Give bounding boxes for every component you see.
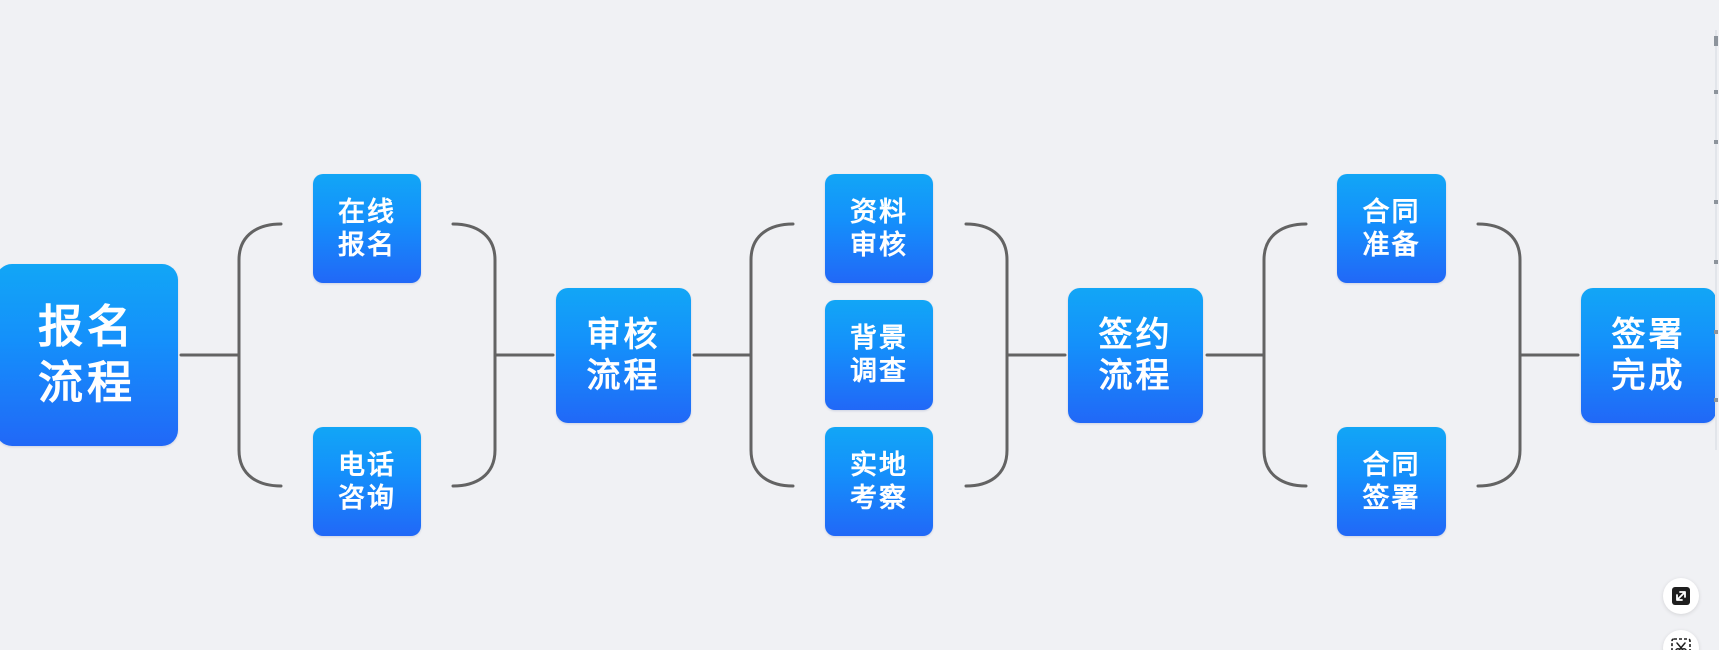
expand-arrows-icon xyxy=(1672,587,1690,605)
scroll-tick xyxy=(1714,200,1718,204)
scissors-screenshot-icon xyxy=(1671,638,1691,650)
scroll-tick xyxy=(1714,140,1718,144)
node-label-line2: 签署 xyxy=(1362,482,1421,514)
node-root-line2: 流程 xyxy=(37,356,136,409)
node-label-line2: 调查 xyxy=(850,356,908,387)
node-label-line1: 电话 xyxy=(338,449,396,481)
bracket-right-2 xyxy=(964,222,1009,488)
node-branch2-item2[interactable]: 背景 调查 xyxy=(825,300,933,410)
node-label-line1: 背景 xyxy=(850,323,908,354)
node-label-line1: 签署 xyxy=(1611,314,1686,355)
scroll-tick xyxy=(1714,36,1718,46)
node-label-line2: 完成 xyxy=(1611,355,1686,396)
node-label-line2: 流程 xyxy=(1098,355,1173,396)
node-branch1-item2[interactable]: 电话 咨询 xyxy=(313,427,421,536)
scroll-tick xyxy=(1714,90,1718,94)
screenshot-button[interactable] xyxy=(1663,630,1699,650)
node-label-line1: 在线 xyxy=(338,196,396,228)
bracket-left-2 xyxy=(749,222,795,488)
bracket-right-1 xyxy=(451,222,497,488)
node-label-line1: 合同 xyxy=(1362,449,1421,481)
node-branch3-item1[interactable]: 合同 准备 xyxy=(1337,174,1446,283)
node-label-line1: 审核 xyxy=(586,314,661,355)
node-label-line1: 签约 xyxy=(1098,314,1173,355)
node-label-line2: 准备 xyxy=(1362,229,1421,261)
fit-view-button[interactable] xyxy=(1663,578,1699,614)
bracket-left-1 xyxy=(237,222,283,488)
node-label-line1: 实地 xyxy=(850,449,908,481)
node-label-line2: 咨询 xyxy=(338,482,396,514)
node-stage-signing[interactable]: 签约 流程 xyxy=(1068,288,1203,423)
node-label-line2: 报名 xyxy=(338,229,396,261)
bracket-left-3 xyxy=(1262,222,1308,488)
scroll-tick xyxy=(1714,260,1718,264)
node-label-line2: 考察 xyxy=(850,482,908,514)
node-label-line1: 合同 xyxy=(1362,196,1421,228)
node-label-line2: 流程 xyxy=(586,355,661,396)
node-branch3-item2[interactable]: 合同 签署 xyxy=(1337,427,1446,536)
node-root[interactable]: 报名 流程 xyxy=(0,264,178,446)
node-stage-review[interactable]: 审核 流程 xyxy=(556,288,691,423)
node-label-line1: 资料 xyxy=(850,196,908,228)
node-end[interactable]: 签署 完成 xyxy=(1581,288,1716,423)
scroll-tick xyxy=(1714,330,1718,334)
node-branch2-item3[interactable]: 实地 考察 xyxy=(825,427,933,536)
vertical-scroll-indicator[interactable] xyxy=(1714,30,1718,450)
node-label-line2: 审核 xyxy=(850,229,908,261)
scroll-tick xyxy=(1714,398,1718,402)
node-root-line1: 报名 xyxy=(37,300,136,353)
node-branch1-item1[interactable]: 在线 报名 xyxy=(313,174,421,283)
bracket-right-3 xyxy=(1476,222,1522,488)
node-branch2-item1[interactable]: 资料 审核 xyxy=(825,174,933,283)
